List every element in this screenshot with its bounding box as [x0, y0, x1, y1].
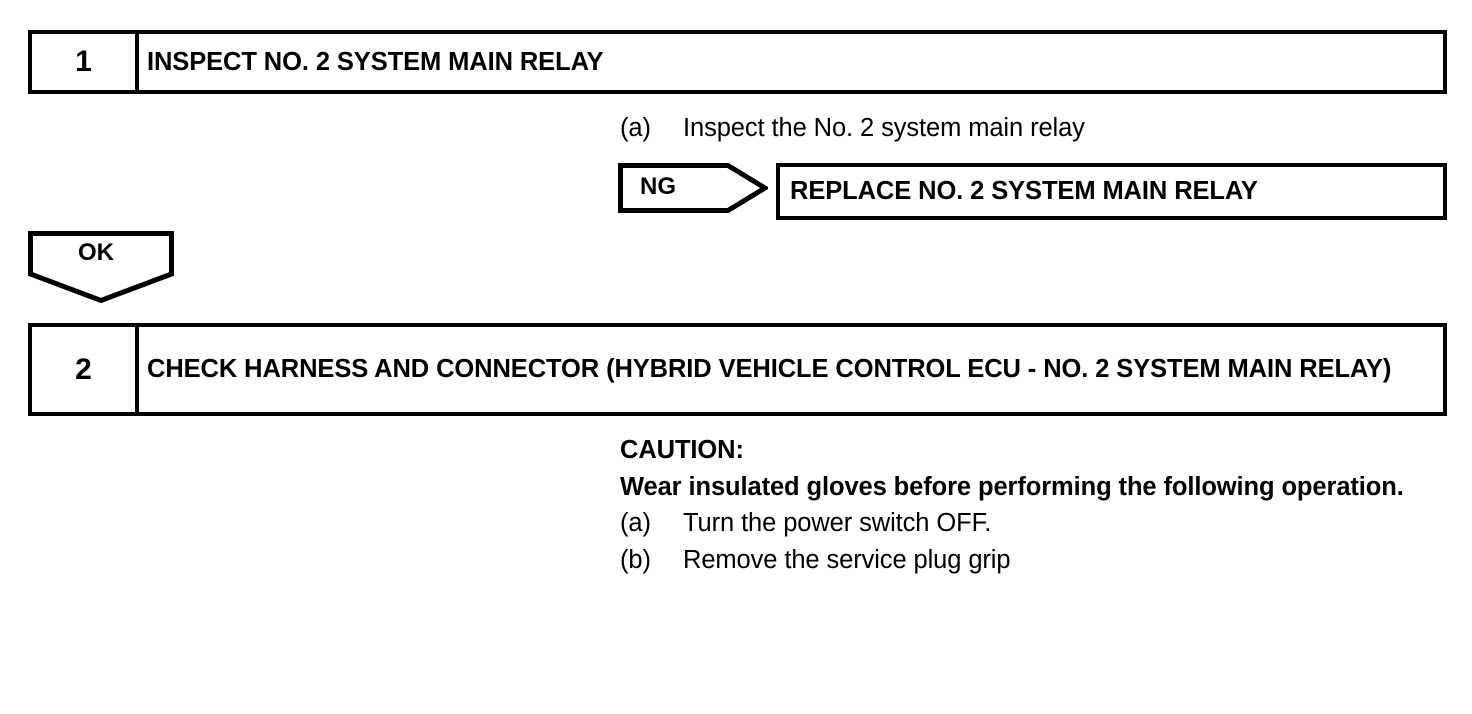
ng-label: NG — [640, 173, 676, 200]
procedure-marker: (b) — [620, 545, 651, 574]
step-2-number: 2 — [75, 352, 92, 386]
step-1-number: 1 — [75, 45, 92, 78]
replace-result-title: REPLACE NO. 2 SYSTEM MAIN RELAY — [790, 177, 1258, 206]
ok-label: OK — [78, 239, 114, 266]
step-2-title: CHECK HARNESS AND CONNECTOR (HYBRID VEHI… — [147, 355, 1392, 383]
step-1-number-cell: 1 — [32, 34, 139, 90]
procedure-marker: (a) — [620, 509, 651, 537]
step-1-title: INSPECT NO. 2 SYSTEM MAIN RELAY — [147, 47, 604, 76]
step-2-box: 2 CHECK HARNESS AND CONNECTOR (HYBRID VE… — [28, 323, 1447, 416]
step-1-procedure-list: (a) Inspect the No. 2 system main relay — [620, 110, 1085, 147]
procedure-text: Remove the service plug grip — [683, 545, 1011, 574]
caution-body: Wear insulated gloves before performing … — [620, 472, 1404, 501]
step-2-procedure-list: CAUTION: Wear insulated gloves before pe… — [620, 432, 1420, 578]
ng-arrow-shape — [618, 163, 768, 213]
step-2-title-cell: CHECK HARNESS AND CONNECTOR (HYBRID VEHI… — [139, 327, 1443, 412]
procedure-marker: (a) — [620, 114, 651, 142]
procedure-text: Inspect the No. 2 system main relay — [683, 114, 1085, 142]
ok-arrow-shape — [28, 231, 174, 303]
step-2-number-cell: 2 — [32, 327, 139, 412]
procedure-text: Turn the power switch OFF. — [683, 509, 992, 537]
step-2-procedure-item-b: (b) Remove the service plug grip — [620, 542, 1420, 579]
step-1-procedure-item-a: (a) Inspect the No. 2 system main relay — [620, 110, 1085, 147]
replace-result-box: REPLACE NO. 2 SYSTEM MAIN RELAY — [776, 163, 1447, 220]
caution-heading: CAUTION: — [620, 436, 744, 464]
step-1-title-cell: INSPECT NO. 2 SYSTEM MAIN RELAY — [139, 34, 1443, 90]
step-1-box: 1 INSPECT NO. 2 SYSTEM MAIN RELAY — [28, 30, 1447, 94]
step-2-procedure-item-a: (a) Turn the power switch OFF. — [620, 505, 1420, 542]
